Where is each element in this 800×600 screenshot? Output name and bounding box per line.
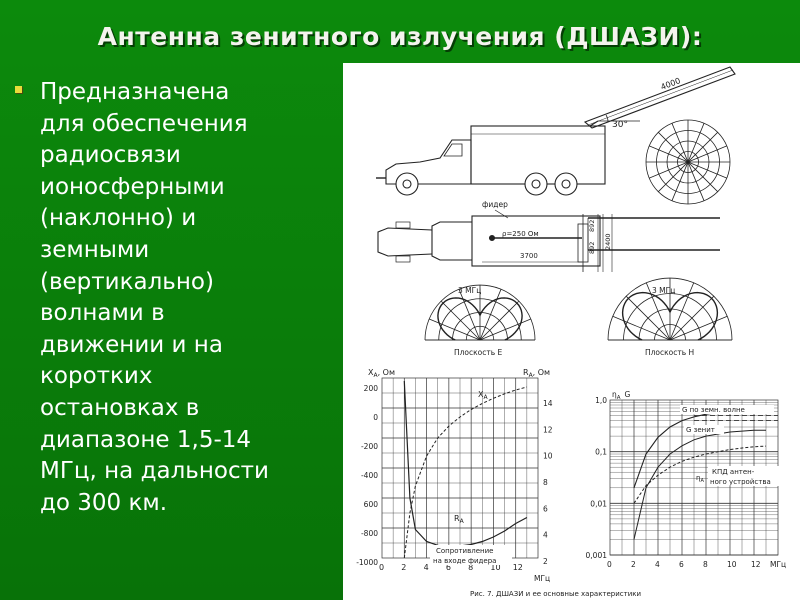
curve-label-g-ground: G по земн. волне bbox=[682, 406, 745, 414]
angle-label: 30° bbox=[612, 120, 628, 130]
radiation-pattern-icon bbox=[645, 119, 731, 205]
chart-caption-line: на входе фидера bbox=[433, 557, 496, 565]
y-tick-label: 0,1 bbox=[595, 448, 607, 457]
bullet-line: до 300 км. bbox=[40, 489, 168, 516]
x-axis-unit: МГц bbox=[770, 560, 786, 569]
x-tick-label: 0 bbox=[379, 563, 384, 572]
pattern-plane-label: Плоскость H bbox=[645, 348, 694, 357]
y-tick-label: 1,0 bbox=[595, 396, 607, 405]
truck-wheel bbox=[524, 172, 548, 196]
bullet-line: волнами в bbox=[40, 300, 165, 327]
y-tick-label-right: 4 bbox=[543, 531, 548, 540]
x-tick-label: 12 bbox=[751, 560, 761, 569]
y-axis-label-right: RA, Ом bbox=[523, 368, 550, 379]
bullet-line: ионосферными bbox=[40, 173, 225, 200]
curve-label-kpd: ного устройства bbox=[710, 478, 771, 486]
bullet-line: остановках в bbox=[40, 394, 200, 421]
curve-label-ra: RA bbox=[454, 514, 465, 525]
pattern-freq-label: 3 МГц bbox=[652, 286, 675, 295]
curve-label-g-zenith: G зенит bbox=[686, 426, 715, 434]
y-tick-label-left: -1000 bbox=[356, 558, 378, 567]
pattern-freq-label: 3 МГц bbox=[458, 286, 481, 295]
chart-caption-line: Сопротивление bbox=[436, 547, 493, 555]
bullet-line: движении и на bbox=[40, 331, 223, 358]
pattern-h-plane bbox=[607, 277, 733, 341]
figure-panel: 4 0 0 0 30° фидер ρ=250 Ом 3700 892 bbox=[343, 63, 800, 600]
truck-wheel bbox=[395, 172, 419, 196]
x-tick-label: 10 bbox=[727, 560, 737, 569]
dimension-label: 3700 bbox=[520, 252, 538, 260]
y-tick-label-right: 6 bbox=[543, 504, 548, 513]
figure-caption: Рис. 7. ДШАЗИ и ее основные характеристи… bbox=[470, 590, 641, 598]
bullet-line: диапазоне 1,5-14 bbox=[40, 426, 252, 453]
bullet-line: земными bbox=[40, 236, 150, 263]
x-tick-label: 6 bbox=[679, 560, 684, 569]
x-tick-label: 12 bbox=[513, 563, 523, 572]
x-axis-unit: МГц bbox=[534, 574, 550, 583]
pattern-e-plane bbox=[424, 284, 536, 341]
y-tick-label-left: 600 bbox=[364, 500, 379, 509]
dimension-label: 892 bbox=[588, 242, 596, 254]
bullet-line: (вертикально) bbox=[40, 268, 214, 295]
bullet-text: Предназначена для обеспечения радиосвязи… bbox=[40, 77, 340, 519]
curve-label-eta: ηA bbox=[696, 474, 704, 484]
truck-cab-top bbox=[431, 221, 472, 261]
curve-label-xa: XA bbox=[478, 390, 488, 401]
x-tick-label: 2 bbox=[631, 560, 636, 569]
dimension-label: 892 bbox=[588, 220, 596, 232]
y-axis-label-left: XA, Ом bbox=[368, 368, 395, 379]
feeder-label: фидер bbox=[482, 200, 508, 209]
y-tick-label-left: -200 bbox=[361, 442, 378, 451]
dimension-label: 2400 bbox=[604, 233, 612, 250]
bullet-line: радиосвязи bbox=[40, 142, 181, 169]
bullet-line: МГц, на дальности bbox=[40, 458, 269, 485]
y-tick-label-right: 2 bbox=[543, 557, 548, 566]
y-tick-label-right: 10 bbox=[543, 452, 553, 461]
x-tick-label: 8 bbox=[468, 563, 473, 572]
truck-cab bbox=[385, 139, 472, 185]
y-tick-label: 0,001 bbox=[586, 551, 608, 560]
y-tick-label-right: 8 bbox=[543, 478, 548, 487]
impedance-label: ρ=250 Ом bbox=[502, 230, 539, 238]
x-tick-label: 2 bbox=[401, 563, 406, 572]
x-tick-label: 10 bbox=[490, 563, 500, 572]
antenna-element bbox=[583, 66, 736, 129]
series-g-zenith-line bbox=[633, 429, 766, 540]
bullet-line: коротких bbox=[40, 363, 153, 390]
y-tick-label-left: -400 bbox=[361, 471, 378, 480]
y-tick-label: 0,01 bbox=[590, 499, 607, 508]
x-tick-label: 4 bbox=[655, 560, 660, 569]
impedance-chart: 0 2 4 6 8 10 12 200 0 -200 -400 600 -800 -1000 14 12 10 8… bbox=[356, 368, 553, 583]
bullet-line: Предназначена bbox=[40, 79, 230, 105]
bullet-line: (наклонно) и bbox=[40, 205, 197, 232]
y-tick-label-right: 14 bbox=[543, 399, 553, 408]
truck-box-top bbox=[471, 215, 601, 267]
slide-title: Антенна зенитного излучения (ДШАЗИ): bbox=[97, 22, 703, 51]
y-tick-label-right: 12 bbox=[543, 425, 553, 434]
truck-wheel bbox=[554, 172, 578, 196]
y-tick-label-left: 0 bbox=[373, 413, 378, 422]
curve-label-kpd: КПД антен- bbox=[712, 468, 755, 476]
x-tick-label: 4 bbox=[424, 563, 429, 572]
bullet-line: для обеспечения bbox=[40, 110, 248, 137]
bullet-square-icon bbox=[15, 86, 22, 93]
x-tick-label: 0 bbox=[607, 560, 612, 569]
x-tick-label: 8 bbox=[703, 560, 708, 569]
y-tick-label-left: 200 bbox=[364, 384, 379, 393]
series-ra-line bbox=[403, 380, 528, 548]
truck-side-view bbox=[376, 66, 736, 196]
x-tick-label: 6 bbox=[446, 563, 451, 572]
truck-top-view bbox=[377, 209, 720, 272]
series-xa-line bbox=[403, 386, 528, 559]
y-tick-label-left: -800 bbox=[361, 529, 378, 538]
pattern-plane-label: Плоскость E bbox=[454, 348, 503, 357]
